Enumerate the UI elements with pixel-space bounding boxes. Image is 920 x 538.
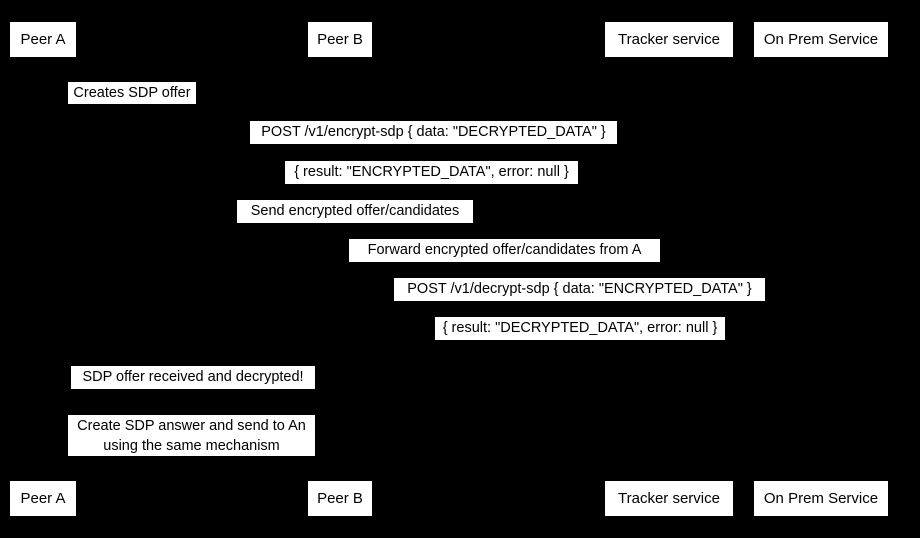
- participant-footer-tracker-service[interactable]: Tracker service: [605, 481, 733, 516]
- message-post-encrypt-sdp[interactable]: POST /v1/encrypt-sdp { data: "DECRYPTED_…: [250, 121, 617, 144]
- message-text: SDP offer received and decrypted!: [82, 369, 304, 385]
- message-text: { result: "ENCRYPTED_DATA", error: null …: [294, 164, 569, 180]
- participant-footer-on-prem-service[interactable]: On Prem Service: [754, 481, 888, 516]
- participant-label: Peer A: [20, 31, 66, 48]
- participant-header-peer-a[interactable]: Peer A: [10, 22, 76, 57]
- lifeline-tracker-service: [669, 57, 670, 481]
- message-text: Creates SDP offer: [73, 85, 191, 101]
- participant-label: Peer B: [317, 31, 363, 48]
- participant-header-tracker-service[interactable]: Tracker service: [605, 22, 733, 57]
- message-create-sdp-answer[interactable]: Create SDP answer and send to An using t…: [68, 415, 315, 456]
- message-creates-sdp-offer[interactable]: Creates SDP offer: [68, 82, 196, 104]
- participant-header-on-prem-service[interactable]: On Prem Service: [754, 22, 888, 57]
- participant-label: Peer A: [20, 490, 66, 507]
- participant-label: Peer B: [317, 490, 363, 507]
- lifeline-peer-a: [43, 57, 44, 481]
- lifeline-on-prem-service: [821, 57, 822, 481]
- message-encrypt-sdp-result[interactable]: { result: "ENCRYPTED_DATA", error: null …: [285, 161, 578, 184]
- participant-label: Tracker service: [618, 31, 720, 48]
- participant-header-peer-b[interactable]: Peer B: [308, 22, 372, 57]
- message-post-decrypt-sdp[interactable]: POST /v1/decrypt-sdp { data: "ENCRYPTED_…: [394, 278, 765, 301]
- message-send-encrypted-offer[interactable]: Send encrypted offer/candidates: [237, 200, 473, 223]
- participant-footer-peer-b[interactable]: Peer B: [308, 481, 372, 516]
- message-text: POST /v1/encrypt-sdp { data: "DECRYPTED_…: [261, 124, 606, 140]
- message-decrypt-sdp-result[interactable]: { result: "DECRYPTED_DATA", error: null …: [435, 317, 725, 340]
- participant-footer-peer-a[interactable]: Peer A: [10, 481, 76, 516]
- participant-label: On Prem Service: [763, 31, 879, 48]
- message-text: Create SDP answer and send to An using t…: [77, 418, 306, 454]
- message-text: Send encrypted offer/candidates: [250, 203, 460, 219]
- participant-label: Tracker service: [618, 490, 720, 507]
- message-sdp-offer-received[interactable]: SDP offer received and decrypted!: [71, 366, 315, 389]
- message-text: POST /v1/decrypt-sdp { data: "ENCRYPTED_…: [407, 281, 752, 297]
- message-text: Forward encrypted offer/candidates from …: [367, 242, 642, 258]
- message-forward-encrypted-offer[interactable]: Forward encrypted offer/candidates from …: [349, 239, 660, 262]
- participant-label: On Prem Service: [763, 490, 879, 507]
- lifeline-peer-b: [340, 57, 341, 481]
- message-text: { result: "DECRYPTED_DATA", error: null …: [442, 320, 718, 336]
